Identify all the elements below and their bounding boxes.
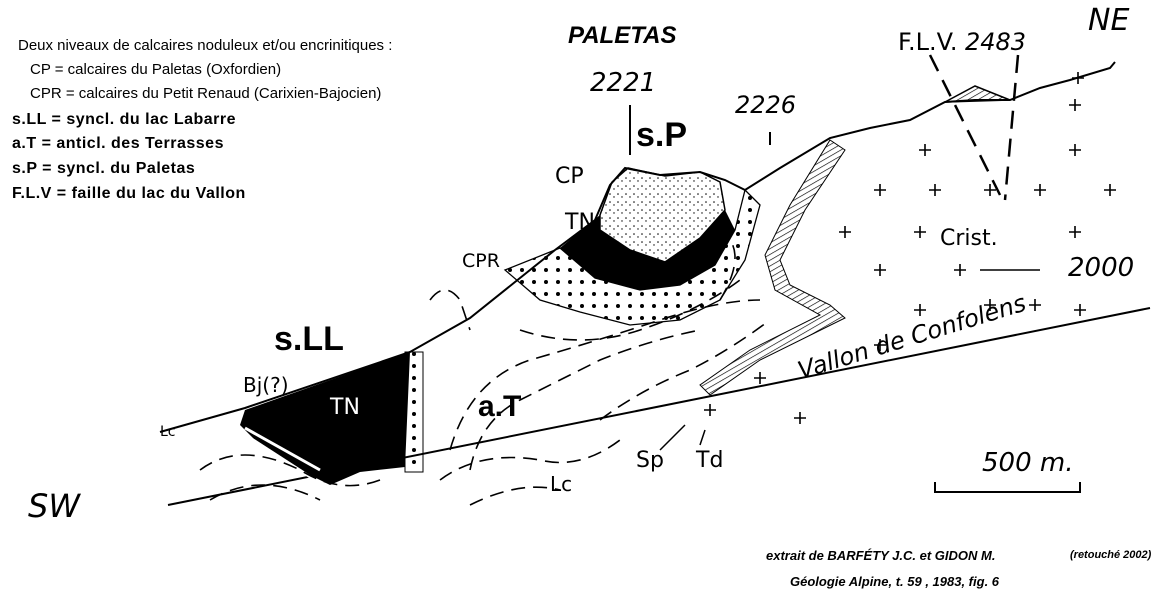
label-aT: a.T bbox=[478, 390, 522, 423]
cpr-dotted-band bbox=[404, 351, 424, 473]
cross-mark bbox=[874, 339, 886, 351]
cross-mark bbox=[874, 184, 886, 196]
cross-mark bbox=[874, 264, 886, 276]
cross-mark bbox=[1104, 184, 1116, 196]
label-2483: 2483 bbox=[965, 28, 1027, 56]
cross-mark bbox=[704, 404, 716, 416]
cross-mark bbox=[914, 226, 926, 238]
label-bj: Bj(?) bbox=[243, 373, 289, 397]
legend-cpr: CPR = calcaires du Petit Renaud (Carixie… bbox=[30, 85, 382, 102]
label-sLL: s.LL bbox=[274, 320, 344, 358]
legend-cp: CP = calcaires du Paletas (Oxfordien) bbox=[30, 61, 282, 78]
cross-mark bbox=[1069, 226, 1081, 238]
crystalline-crosses bbox=[704, 72, 1116, 424]
label-paletas: PALETAS bbox=[568, 22, 677, 49]
cross-mark bbox=[954, 264, 966, 276]
label-2226: 2226 bbox=[735, 91, 797, 119]
cross-mark bbox=[914, 304, 926, 316]
cross-mark bbox=[839, 226, 851, 238]
cross-mark bbox=[1069, 144, 1081, 156]
fold-dashes bbox=[199, 229, 771, 506]
label-sP: s.P bbox=[636, 116, 688, 154]
cross-mark bbox=[1034, 184, 1046, 196]
legend-intro: Deux niveaux de calcaires noduleux et/ou… bbox=[18, 37, 393, 54]
caption-line1: extrait de BARFÉTY J.C. et GIDON M. bbox=[766, 548, 996, 563]
label-tn-top: TN bbox=[565, 210, 595, 235]
caption-line2: Géologie Alpine, t. 59 , 1983, fig. 6 bbox=[790, 574, 1000, 589]
cross-mark bbox=[984, 184, 996, 196]
flv-fault-left bbox=[928, 54, 1002, 196]
cross-mark bbox=[929, 184, 941, 196]
scale-bar bbox=[934, 482, 1081, 493]
label-lc-left: Lc bbox=[160, 424, 176, 440]
label-lc-bottom: Lc bbox=[550, 472, 573, 496]
tn-black-layer-sll bbox=[240, 352, 410, 485]
label-cp: CP bbox=[555, 164, 584, 189]
cross-mark bbox=[919, 144, 931, 156]
cross-mark bbox=[794, 412, 806, 424]
label-td: Td bbox=[696, 448, 724, 473]
scale-label: 500 m. bbox=[982, 448, 1074, 478]
label-2000: 2000 bbox=[1068, 253, 1135, 283]
label-cpr: CPR bbox=[462, 250, 500, 272]
legend-sp: s.P = syncl. du Paletas bbox=[12, 160, 196, 177]
cross-mark bbox=[1029, 299, 1041, 311]
flv-hatched-wedge bbox=[944, 85, 1011, 103]
legend-flv: F.L.V = faille du lac du Vallon bbox=[12, 185, 246, 202]
cross-mark bbox=[984, 299, 996, 311]
hatched-band bbox=[699, 139, 846, 396]
cross-mark bbox=[754, 372, 766, 384]
cross-mark bbox=[1072, 72, 1084, 84]
label-2221: 2221 bbox=[590, 68, 657, 98]
cross-mark bbox=[1074, 304, 1086, 316]
label-flv: F.L.V. bbox=[898, 28, 958, 56]
label-sp: Sp bbox=[636, 448, 664, 473]
label-tn-bottom: TN bbox=[330, 395, 360, 420]
flv-fault-right bbox=[1003, 54, 1020, 201]
legend-sll: s.LL = syncl. du lac Labarre bbox=[12, 111, 237, 128]
legend-at: a.T = anticl. des Terrasses bbox=[12, 135, 224, 152]
cross-mark bbox=[1069, 99, 1081, 111]
label-sw: SW bbox=[28, 487, 80, 525]
label-crist: Crist. bbox=[940, 226, 998, 251]
label-ne: NE bbox=[1088, 3, 1130, 38]
caption-retouche: (retouché 2002) bbox=[1070, 549, 1152, 561]
tn-black-layer-sp bbox=[560, 210, 735, 290]
cpr-dotted-arc bbox=[503, 188, 761, 326]
